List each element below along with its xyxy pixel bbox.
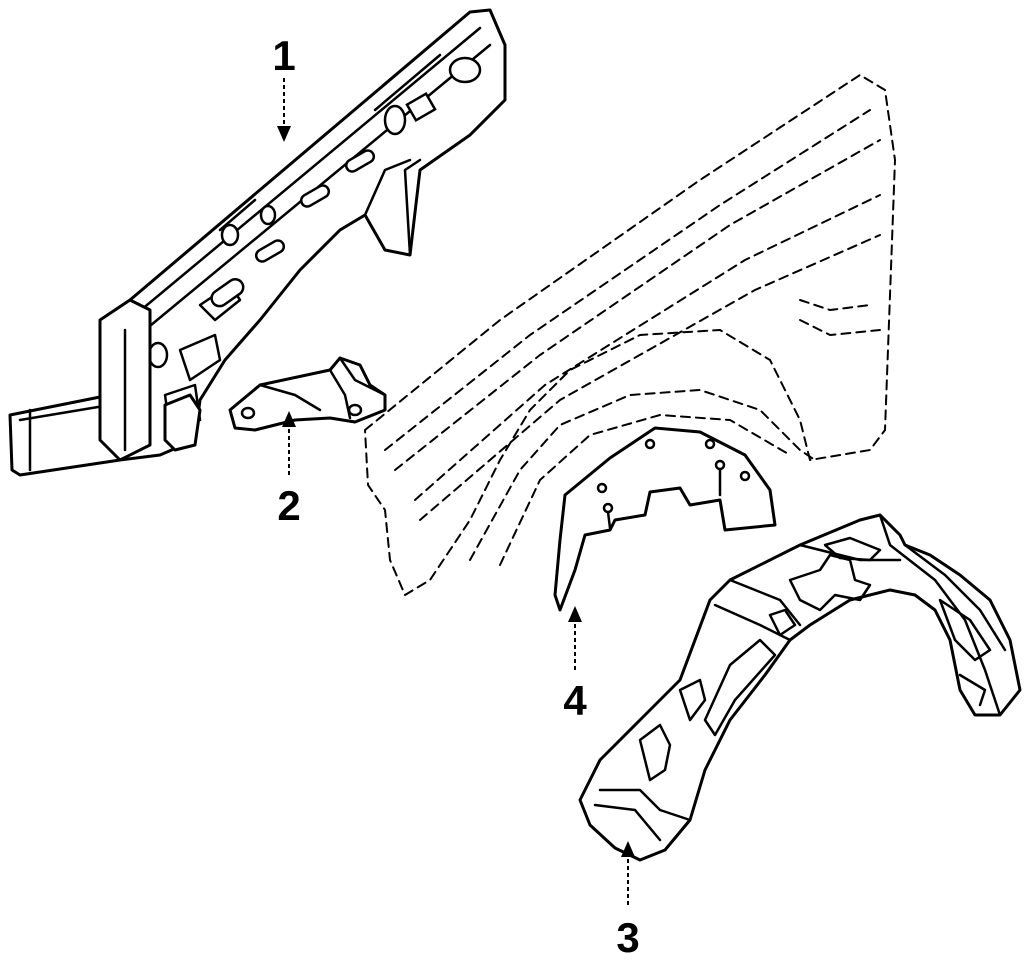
callout-1: 1 — [272, 32, 295, 79]
part-3-fender-liner — [578, 513, 1022, 862]
arrowhead-1 — [277, 126, 291, 142]
arrowhead-3 — [621, 841, 635, 857]
fender-outline — [364, 74, 896, 596]
arrowhead-4 — [568, 606, 582, 622]
callout-3: 3 — [616, 914, 639, 960]
part-4-splash-shield — [553, 426, 777, 612]
callout-4: 4 — [563, 677, 587, 724]
callout-2: 2 — [277, 482, 300, 529]
part-2-bracket — [228, 356, 387, 432]
callout-leaders — [277, 78, 635, 905]
arrowhead-2 — [282, 411, 296, 427]
part-1-apron-panel — [8, 8, 507, 477]
